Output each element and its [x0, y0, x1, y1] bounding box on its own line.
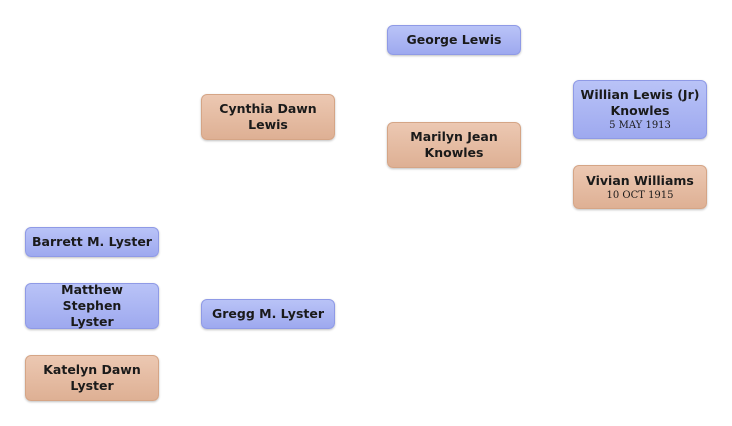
person-name: Matthew Stephen Lyster: [61, 282, 123, 329]
person-name: Barrett M. Lyster: [32, 234, 152, 249]
person-birth-date: 10 OCT 1915: [606, 189, 674, 201]
person-box-marilyn-jean-knowles[interactable]: Marilyn Jean Knowles: [387, 122, 521, 168]
person-box-cynthia-dawn-lewis[interactable]: Cynthia Dawn Lewis: [201, 94, 335, 140]
person-birth-date: 5 MAY 1913: [609, 120, 671, 131]
person-name: Vivian Williams: [586, 172, 694, 188]
person-name: Willian Lewis (Jr) Knowles: [580, 87, 700, 118]
person-name: Cynthia Dawn Lewis: [219, 101, 317, 132]
person-box-barrett-lyster[interactable]: Barrett M. Lyster: [25, 227, 159, 257]
person-box-gregg-lyster[interactable]: Gregg M. Lyster: [201, 299, 335, 329]
person-name: Gregg M. Lyster: [211, 306, 324, 321]
person-name: Marilyn Jean Knowles: [410, 129, 498, 160]
person-box-george-lewis[interactable]: George Lewis: [387, 25, 521, 55]
person-box-matthew-stephen-lyster[interactable]: Matthew Stephen Lyster: [25, 282, 159, 329]
person-name: George Lewis: [406, 32, 502, 47]
person-box-katelyn-dawn-lyster[interactable]: Katelyn Dawn Lyster: [25, 355, 159, 401]
person-name: Katelyn Dawn Lyster: [43, 362, 141, 393]
person-box-vivian-williams[interactable]: Vivian Williams 10 OCT 1915: [573, 165, 707, 209]
person-box-willian-lewis-knowles[interactable]: Willian Lewis (Jr) Knowles 5 MAY 1913: [573, 80, 707, 139]
